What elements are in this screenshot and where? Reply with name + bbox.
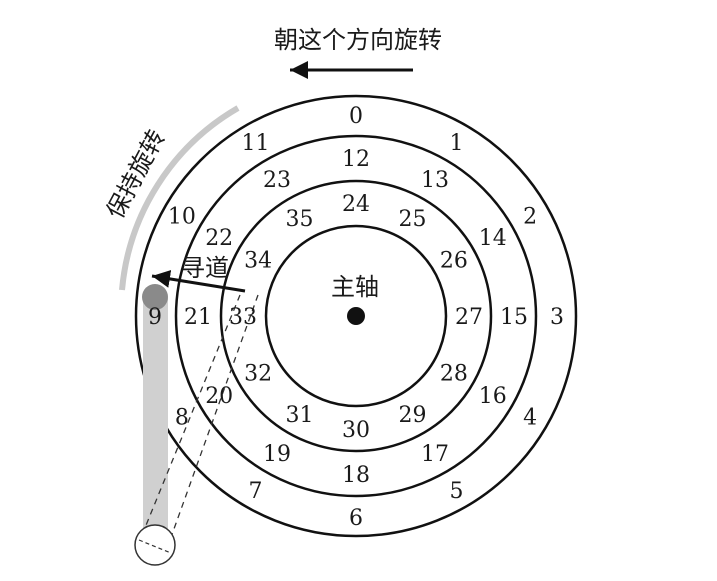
sector-label-outer: 1: [450, 131, 464, 156]
sector-label-inner: 28: [440, 362, 468, 387]
sector-label-middle: 13: [421, 168, 449, 193]
sector-label-outer: 6: [349, 506, 363, 531]
sector-label-middle: 20: [205, 384, 233, 409]
sector-label-inner: 27: [455, 305, 483, 330]
sector-label-outer: 2: [523, 205, 537, 230]
middle-track-ring: [174, 134, 538, 498]
sector-labels: 0123456789101112131415161718192021222324…: [148, 104, 564, 531]
disk-head: [142, 284, 168, 310]
sector-label-outer: 3: [550, 305, 564, 330]
sector-label-inner: 29: [399, 403, 427, 428]
sector-label-middle: 17: [421, 442, 449, 467]
arm-pivot-dash: [138, 539, 172, 554]
sector-label-middle: 22: [205, 226, 233, 251]
sector-label-middle: 15: [500, 305, 528, 330]
rotation-direction-label: 朝这个方向旋转: [274, 26, 442, 54]
sector-label-inner: 32: [244, 362, 272, 387]
spindle-dot: [347, 307, 365, 325]
sector-label-inner: 31: [286, 403, 314, 428]
sector-label-middle: 23: [263, 168, 291, 193]
arm-pivot: [134, 524, 176, 566]
sector-label-outer: 11: [242, 131, 270, 156]
sector-label-inner: 33: [229, 305, 257, 330]
sector-label-outer: 8: [175, 406, 189, 431]
inner-track-ring: [219, 179, 493, 453]
keep-rotating-label: 保持旋转: [101, 125, 171, 223]
sector-label-middle: 21: [184, 305, 212, 330]
sector-label-inner: 34: [244, 249, 272, 274]
seek-label: 寻道: [181, 254, 229, 282]
outer-track-ring: [134, 94, 578, 538]
actuator-arm: [143, 298, 168, 546]
spindle-ring: [264, 224, 448, 408]
arm-dashed-guide-1: [139, 294, 241, 541]
sector-label-middle: 18: [342, 463, 370, 488]
sector-label-inner: 26: [440, 249, 468, 274]
sector-label-outer: 10: [168, 205, 196, 230]
sector-label-outer: 7: [249, 479, 263, 504]
sector-label-outer: 5: [450, 479, 464, 504]
sector-label-inner: 24: [342, 192, 370, 217]
sector-label-outer: 9: [148, 305, 162, 330]
sector-label-inner: 30: [342, 418, 370, 443]
sector-label-outer: 4: [523, 406, 537, 431]
sector-label-middle: 14: [479, 226, 507, 251]
spindle-label: 主轴: [331, 273, 379, 301]
seek-arrow: [151, 269, 246, 293]
sector-label-inner: 35: [286, 207, 314, 232]
sector-label-inner: 25: [399, 207, 427, 232]
sector-label-middle: 16: [479, 384, 507, 409]
sector-label-middle: 19: [263, 442, 291, 467]
keep-rotating-arc: [119, 105, 240, 291]
sector-label-middle: 12: [342, 147, 370, 172]
sector-label-outer: 0: [349, 104, 363, 129]
